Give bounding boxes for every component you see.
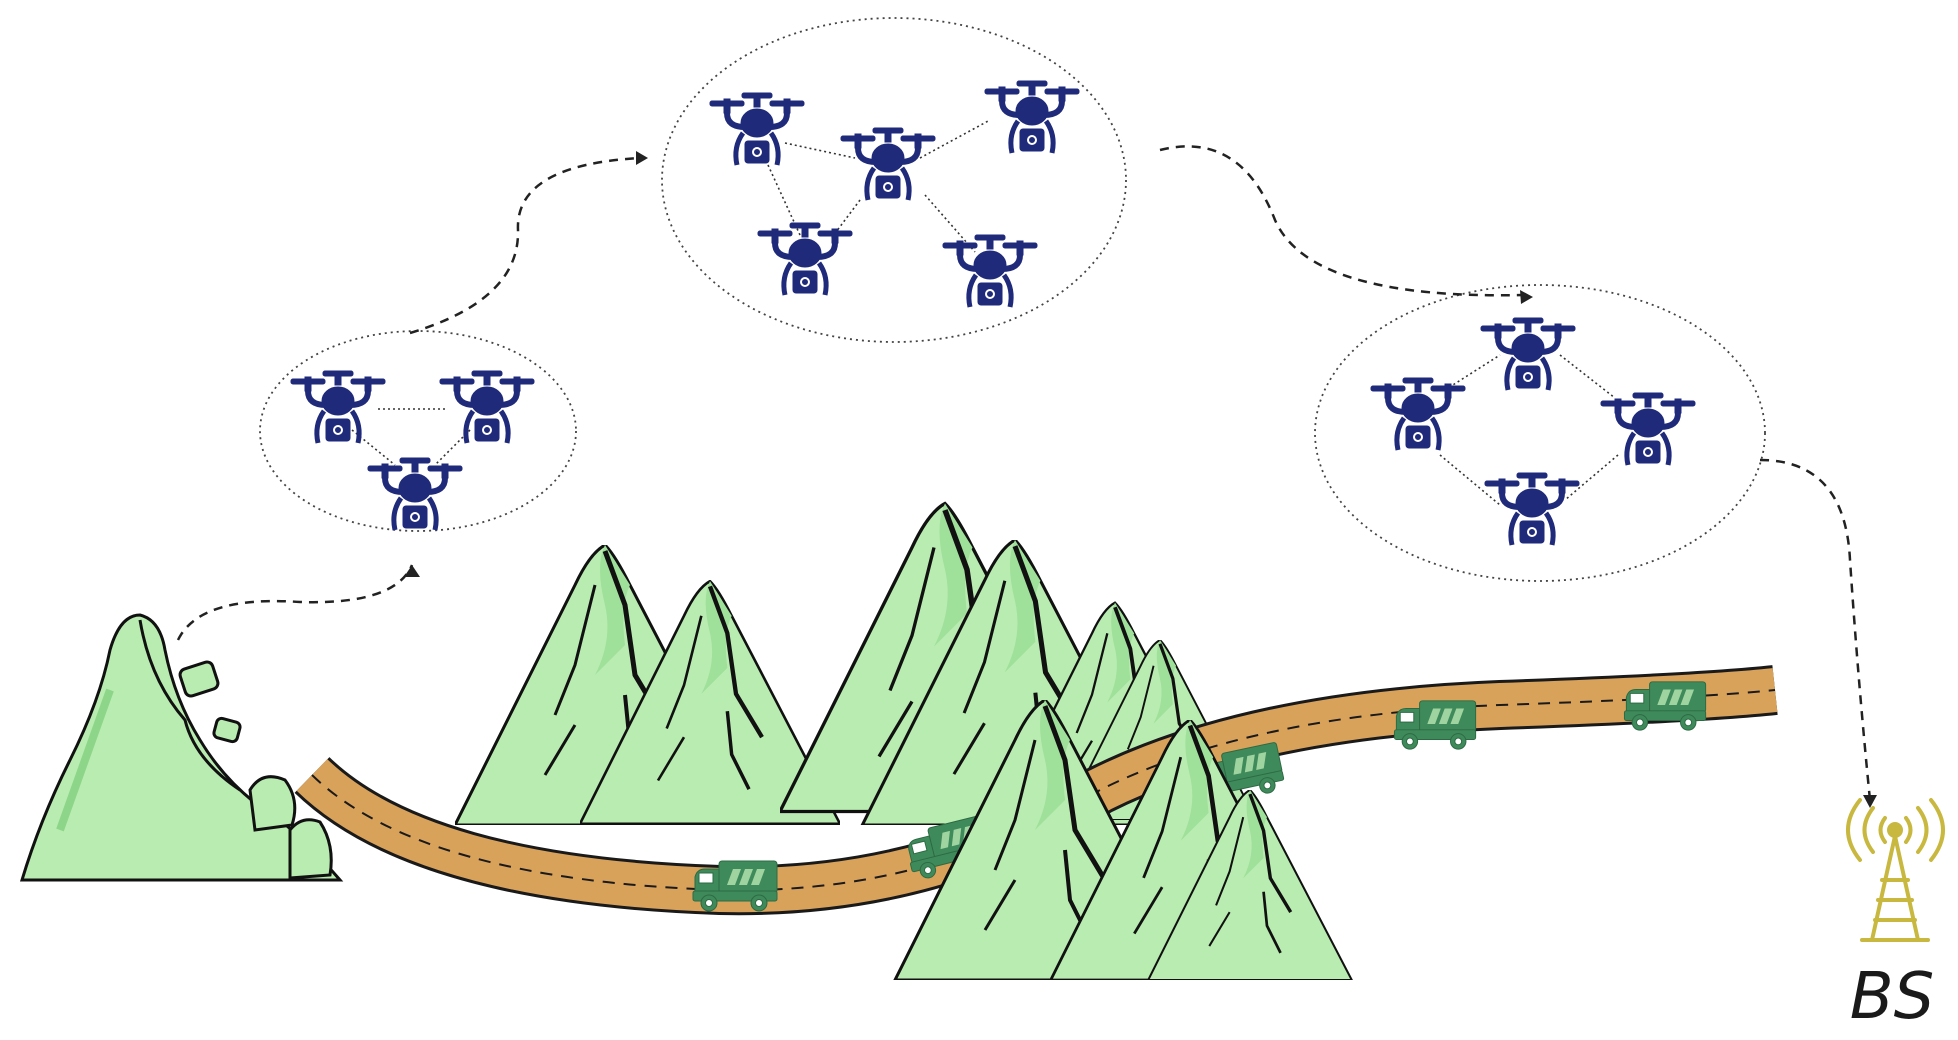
drone-icon	[291, 371, 385, 443]
drone-icon	[368, 458, 462, 530]
flow-arrow-small-to-large	[409, 156, 641, 335]
drone-icon	[1481, 318, 1575, 390]
drone-icon	[1485, 473, 1579, 545]
base-station-label: BS	[1850, 960, 1935, 1034]
drone-icon	[985, 81, 1079, 153]
flow-arrow-large-to-right	[1159, 145, 1526, 297]
drone-icon	[440, 371, 534, 443]
radio-tower-icon	[1846, 798, 1945, 942]
arrowhead-right	[1520, 290, 1533, 304]
arrowhead-small	[404, 565, 420, 577]
flow-arrow-right-to-bs	[1759, 458, 1872, 801]
cluster-large-boundary	[661, 17, 1127, 343]
cluster-right-boundary	[1314, 284, 1766, 582]
drone-icon	[1371, 378, 1465, 450]
arrowhead-bs	[1863, 795, 1877, 808]
drone-icon	[841, 128, 935, 200]
falling-rocks-icon	[19, 613, 344, 882]
drone-icon	[1601, 393, 1695, 465]
drone-icon	[943, 235, 1037, 307]
arrowhead-large	[636, 151, 648, 165]
cluster-small-boundary	[259, 330, 577, 532]
drone-icon	[758, 223, 852, 295]
drone-icon	[710, 93, 804, 165]
flow-arrow-rocks-to-small	[176, 564, 414, 641]
